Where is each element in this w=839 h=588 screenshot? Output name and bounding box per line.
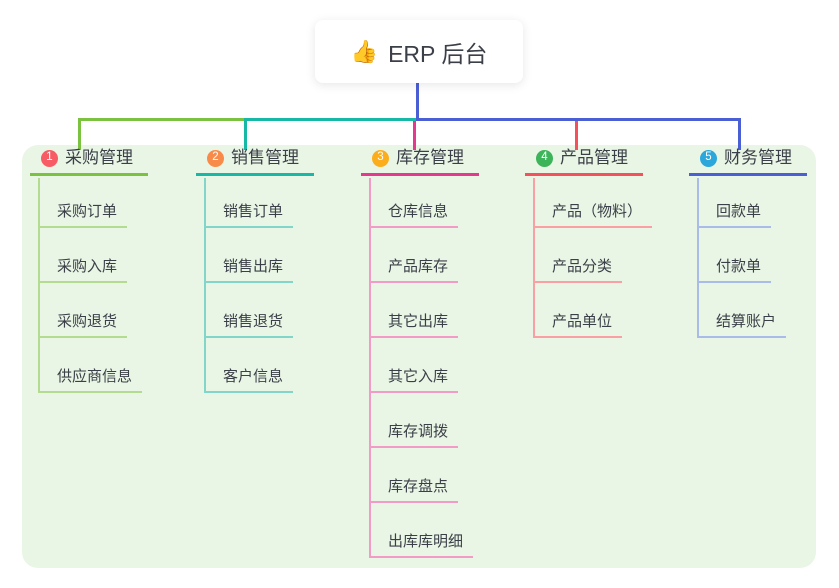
connector-drop-branch-2 [244, 118, 247, 150]
branch-children-3: 仓库信息产品库存其它出库其它入库库存调拨库存盘点出库库明细 [369, 178, 474, 558]
branch-spine-3 [369, 178, 371, 558]
branch-label: 销售管理 [231, 148, 299, 167]
branch-number-badge: 1 [41, 149, 58, 167]
branch-node-1[interactable]: 1 采购管理 [30, 147, 148, 176]
connector-drop-branch-3 [413, 121, 416, 150]
child-node: 销售退货 [204, 283, 294, 338]
child-node: 采购订单 [38, 178, 142, 228]
child-node-label[interactable]: 库存调拨 [369, 422, 459, 448]
child-node-label[interactable]: 库存盘点 [369, 477, 459, 503]
branch-number-badge: 2 [207, 149, 224, 167]
child-node-label[interactable]: 采购退货 [38, 312, 128, 338]
connector-drop-branch-4 [575, 121, 578, 150]
child-node: 结算账户 [697, 283, 787, 338]
child-node: 付款单 [697, 228, 786, 283]
connector-horizontal-branch-1 [78, 118, 246, 121]
child-node: 客户信息 [204, 338, 294, 393]
branch-children-5: 回款单付款单结算账户 [697, 178, 787, 338]
child-node: 采购退货 [38, 283, 142, 338]
child-node-label[interactable]: 出库库明细 [369, 532, 474, 558]
connector-horizontal-branch-2 [244, 118, 417, 121]
content-panel [22, 145, 816, 568]
child-node-label[interactable]: 销售退货 [204, 312, 294, 338]
child-node-label[interactable]: 采购入库 [38, 257, 128, 283]
root-label: ERP 后台 [388, 40, 488, 67]
child-node: 其它入库 [369, 338, 473, 393]
branch-node-4[interactable]: 4 产品管理 [525, 147, 643, 176]
connector-drop-branch-1 [78, 118, 81, 150]
child-node-label[interactable]: 仓库信息 [369, 202, 459, 228]
child-node: 出库库明细 [369, 503, 474, 558]
child-node-label[interactable]: 其它入库 [369, 367, 459, 393]
branch-node-3[interactable]: 3 库存管理 [361, 147, 479, 176]
child-node-label[interactable]: 付款单 [697, 257, 772, 283]
branch-node-2[interactable]: 2 销售管理 [196, 147, 314, 176]
branch-label: 采购管理 [65, 148, 133, 167]
child-node-label[interactable]: 回款单 [697, 202, 772, 228]
branch-spine-4 [533, 178, 535, 338]
branch-children-2: 销售订单销售出库销售退货客户信息 [204, 178, 294, 393]
connector-root-vertical [416, 83, 419, 118]
child-node: 回款单 [697, 178, 786, 228]
branch-label: 产品管理 [560, 148, 628, 167]
child-node: 库存调拨 [369, 393, 473, 448]
thumbs-up-icon: 👍 [350, 38, 379, 64]
child-node: 采购入库 [38, 228, 142, 283]
branch-label: 库存管理 [396, 148, 464, 167]
child-node-label[interactable]: 结算账户 [697, 312, 787, 338]
branch-spine-2 [204, 178, 206, 393]
child-node: 其它出库 [369, 283, 473, 338]
child-node: 库存盘点 [369, 448, 473, 503]
connector-drop-branch-5 [738, 118, 741, 150]
branch-number-badge: 5 [700, 149, 717, 167]
child-node: 供应商信息 [38, 338, 143, 393]
child-node: 产品单位 [533, 283, 652, 338]
child-node: 仓库信息 [369, 178, 473, 228]
child-node: 产品库存 [369, 228, 473, 283]
child-node-label[interactable]: 产品（物料） [533, 202, 653, 228]
branch-spine-5 [697, 178, 699, 338]
child-node-label[interactable]: 采购订单 [38, 202, 128, 228]
child-node-label[interactable]: 产品分类 [533, 257, 623, 283]
child-node: 产品（物料） [533, 178, 653, 228]
branch-node-5[interactable]: 5 财务管理 [689, 147, 807, 176]
child-node-label[interactable]: 供应商信息 [38, 367, 143, 393]
child-node-label[interactable]: 客户信息 [204, 367, 294, 393]
child-node-label[interactable]: 产品单位 [533, 312, 623, 338]
branch-children-1: 采购订单采购入库采购退货供应商信息 [38, 178, 143, 393]
branch-spine-1 [38, 178, 40, 393]
child-node-label[interactable]: 销售出库 [204, 257, 294, 283]
child-node: 销售出库 [204, 228, 294, 283]
branch-label: 财务管理 [724, 148, 792, 167]
child-node-label[interactable]: 其它出库 [369, 312, 459, 338]
branch-children-4: 产品（物料） 产品分类产品单位 [533, 178, 653, 338]
child-node-label[interactable]: 销售订单 [204, 202, 294, 228]
branch-number-badge: 4 [536, 149, 553, 167]
child-node: 销售订单 [204, 178, 294, 228]
child-node-label[interactable]: 产品库存 [369, 257, 459, 283]
connector-horizontal-branch-5 [416, 118, 741, 121]
branch-number-badge: 3 [372, 149, 389, 167]
root-node[interactable]: 👍 ERP 后台 [315, 20, 523, 83]
child-node: 产品分类 [533, 228, 652, 283]
